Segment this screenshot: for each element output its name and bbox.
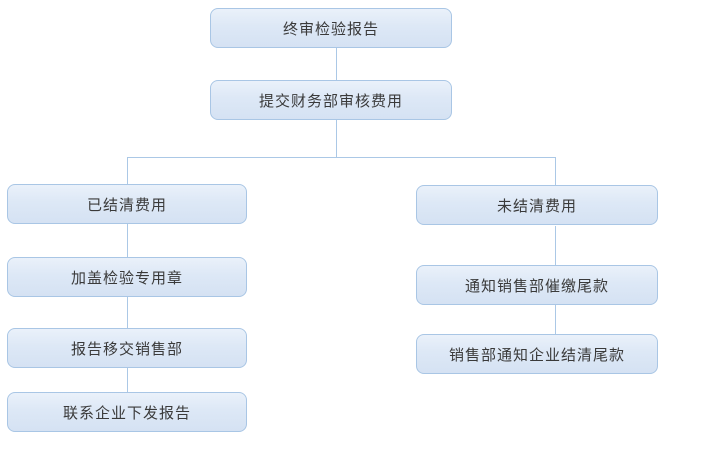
flow-node-label: 加盖检验专用章: [70, 269, 183, 287]
flow-node-contact-issue-report: 联系企业下发报告: [7, 392, 247, 432]
flow-node-label: 销售部通知企业结清尾款: [448, 346, 625, 364]
connector-submit-to-branch: [336, 120, 337, 157]
connector-unsettled-to-notify: [555, 226, 556, 265]
connector-transfer-to-issue: [127, 368, 128, 392]
flow-node-label: 提交财务部审核费用: [258, 92, 403, 110]
connector-branch-to-unsettled: [555, 157, 556, 185]
flow-node-fees-unsettled: 未结清费用: [416, 185, 658, 225]
connector-branch-horizontal: [127, 157, 556, 158]
flow-node-label: 报告移交销售部: [70, 340, 183, 358]
flow-node-final-report: 终审检验报告: [210, 8, 452, 48]
flow-node-report-to-sales: 报告移交销售部: [7, 328, 247, 368]
connector-seal-to-transfer: [127, 297, 128, 328]
flow-node-label: 终审检验报告: [282, 20, 379, 38]
flow-node-sales-notify-enterprise: 销售部通知企业结清尾款: [416, 334, 658, 374]
flow-node-notify-sales-collect: 通知销售部催缴尾款: [416, 265, 658, 305]
flow-node-label: 已结清费用: [86, 196, 167, 214]
flow-node-apply-inspection-seal: 加盖检验专用章: [7, 257, 247, 297]
flow-node-submit-finance-review: 提交财务部审核费用: [210, 80, 452, 120]
connector-settled-to-seal: [127, 224, 128, 257]
connector-notify-to-sales-notify: [555, 305, 556, 334]
flow-node-label: 通知销售部催缴尾款: [464, 277, 609, 295]
flow-node-label: 未结清费用: [496, 197, 577, 215]
flow-node-fees-settled: 已结清费用: [7, 184, 247, 224]
connector-final-to-submit: [336, 48, 337, 80]
flow-node-label: 联系企业下发报告: [62, 404, 191, 422]
connector-branch-to-settled: [127, 157, 128, 184]
